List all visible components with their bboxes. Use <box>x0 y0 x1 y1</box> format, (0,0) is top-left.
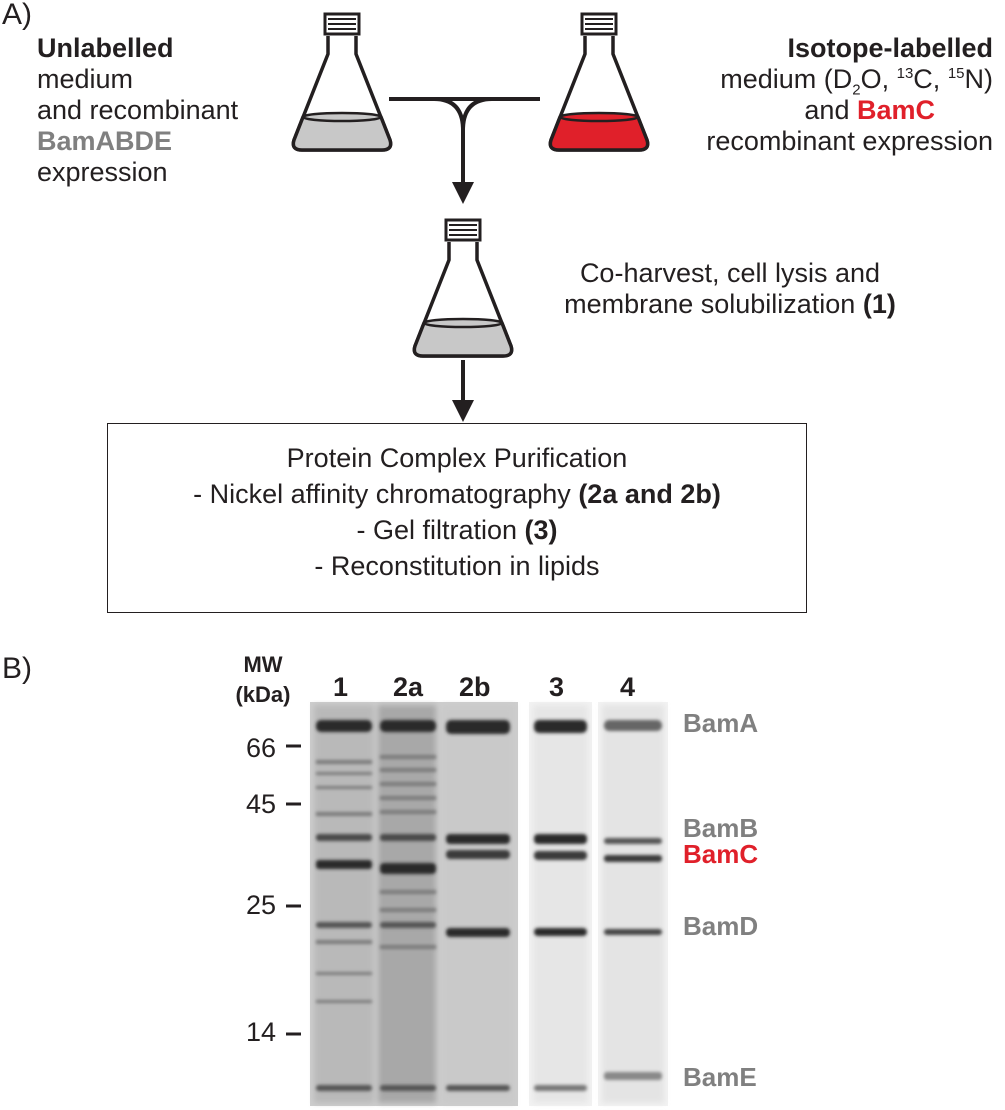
lane-label-4: 4 <box>620 672 636 702</box>
unlabelled-line5: expression <box>37 157 168 187</box>
mw-marker-45: 45 <box>246 789 277 819</box>
arrow-down-icon <box>452 182 474 204</box>
gel-piece-1 <box>310 702 518 1106</box>
labelled-title: Isotope-labelled <box>787 33 993 63</box>
flask-diagram <box>291 12 650 422</box>
purification-step-lipids: - Reconstitution in lipids <box>314 551 600 581</box>
harvest-line1: Co-harvest, cell lysis and <box>579 258 881 288</box>
mw-ticks <box>286 744 301 1036</box>
mw-header-line2: (kDa) <box>235 682 291 707</box>
unlabelled-line2: medium <box>37 64 134 94</box>
harvest-flask-icon <box>412 218 514 358</box>
purification-box: Protein Complex Purification - Nickel af… <box>107 423 807 613</box>
arrow-down-icon-2 <box>452 400 474 422</box>
unlabelled-flask-icon <box>291 12 393 152</box>
mw-marker-14: 14 <box>246 1017 277 1047</box>
unlabelled-title: Unlabelled <box>37 33 174 63</box>
labelled-description: Isotope-labelled medium (D2O, 13C, 15N) … <box>593 33 993 157</box>
unlabelled-line3: and recombinant <box>37 95 239 125</box>
labelled-line4: recombinant expression <box>706 126 993 156</box>
band-label-bamc: BamC <box>683 839 759 869</box>
lane-label-2a: 2a <box>393 672 424 702</box>
sds-page-gel <box>286 702 668 1106</box>
lane-label-3: 3 <box>549 672 565 702</box>
band-label-bamd: BamD <box>683 911 759 941</box>
bamc-label: BamC <box>856 95 935 125</box>
lane-label-2b: 2b <box>459 672 491 702</box>
bamabde-label: BamABDE <box>37 126 173 156</box>
harvest-description: Co-harvest, cell lysis and membrane solu… <box>520 258 940 320</box>
purification-title: Protein Complex Purification <box>286 443 628 473</box>
mw-marker-25: 25 <box>246 890 277 920</box>
harvest-line2: membrane solubilization (1) <box>564 289 896 319</box>
labelled-bamc-line: and BamC <box>804 95 935 125</box>
lane-label-1: 1 <box>333 672 349 702</box>
mw-header-line1: MW <box>243 652 283 677</box>
panel-a-label: A) <box>2 0 32 31</box>
labelled-medium-line: medium (D2O, 13C, 15N) <box>720 64 993 99</box>
mw-marker-66: 66 <box>246 733 277 763</box>
gel-piece-2 <box>529 702 592 1106</box>
merge-connector <box>389 97 540 184</box>
gel-piece-3 <box>598 702 668 1106</box>
unlabelled-description: Unlabelled medium and recombinant BamABD… <box>37 33 238 188</box>
band-label-bame: BamE <box>683 1062 757 1092</box>
mw-header: MW (kDa) <box>228 650 298 710</box>
purification-step-nickel: - Nickel affinity chromatography (2a and… <box>193 479 721 509</box>
band-label-bamb: BamB <box>683 813 759 843</box>
purification-step-gel: - Gel filtration (3) <box>356 515 558 545</box>
labelled-flask-icon <box>548 12 650 152</box>
band-label-bama: BamA <box>683 708 759 738</box>
panel-b-label: B) <box>2 652 32 685</box>
